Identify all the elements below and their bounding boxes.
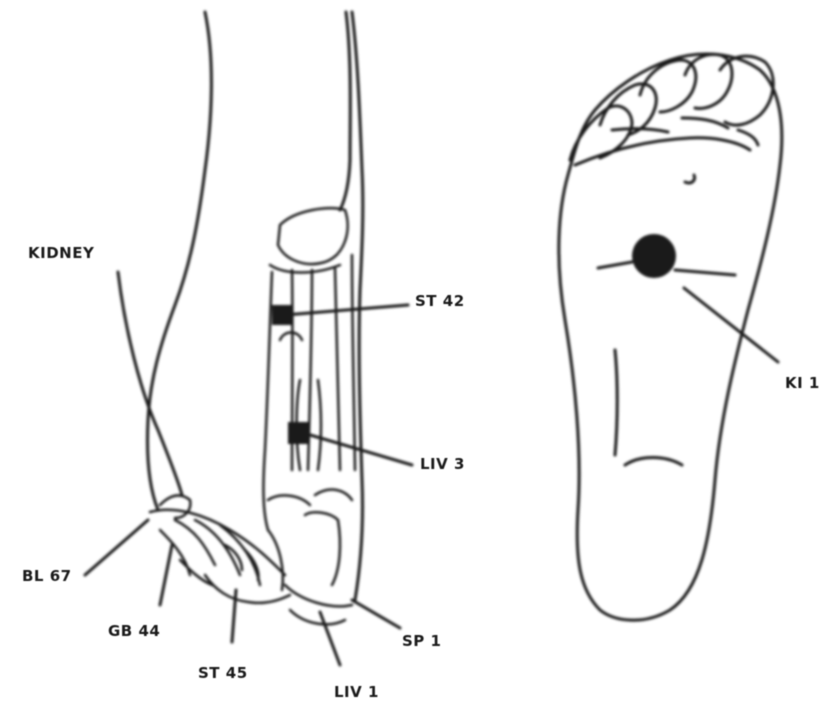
ki1-point-marker	[632, 234, 676, 278]
label-kidney: KIDNEY	[28, 244, 94, 262]
liv3-point-marker	[288, 422, 310, 444]
leader-st42	[285, 305, 408, 315]
label-st45: ST 45	[198, 664, 248, 682]
leader-liv1	[320, 612, 340, 665]
leader-gb44	[160, 545, 172, 605]
label-liv3: LIV 3	[420, 455, 465, 473]
leader-sp1	[352, 600, 400, 628]
label-sp1: SP 1	[402, 632, 441, 650]
leader-kidney	[118, 272, 182, 495]
label-liv1: LIV 1	[334, 683, 379, 701]
label-bl67: BL 67	[22, 567, 72, 585]
ankle-bones	[150, 208, 355, 624]
label-ki1: KI 1	[785, 374, 820, 392]
label-st42: ST 42	[415, 292, 465, 310]
st42-point-marker	[272, 305, 292, 325]
label-gb44: GB 44	[108, 622, 160, 640]
leader-bl67	[85, 520, 148, 575]
leader-ki1	[684, 288, 778, 362]
